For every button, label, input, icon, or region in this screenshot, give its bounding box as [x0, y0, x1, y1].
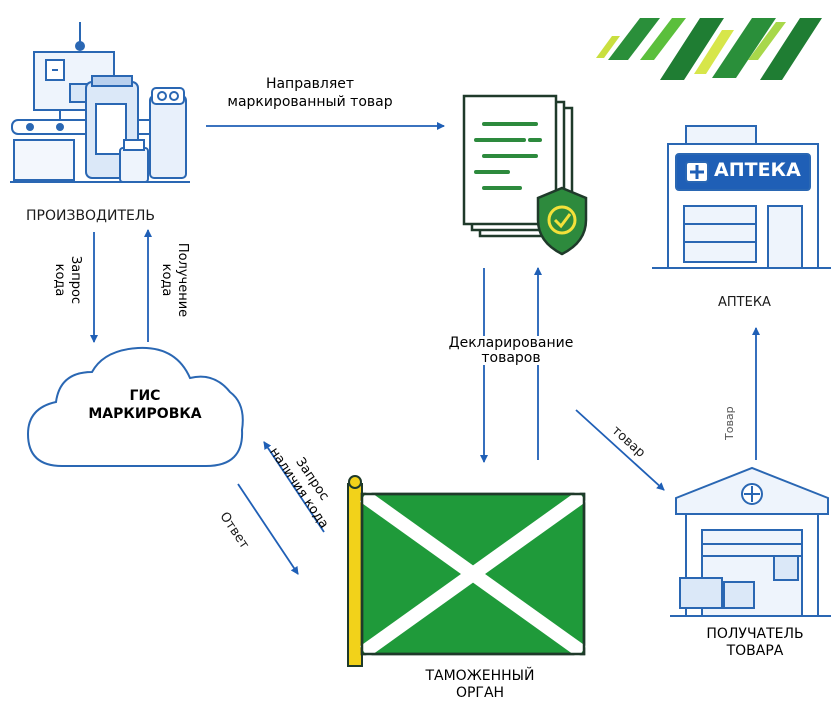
goods-cap-label: Товар — [723, 406, 736, 440]
ships-label-line2: маркированный товар — [227, 93, 393, 110]
code-receive-label: Получение кода — [159, 230, 190, 330]
cloud-icon — [26, 346, 244, 467]
declaration-line2: товаров — [481, 349, 541, 366]
arrow-answer — [237, 483, 299, 575]
arrow-goods — [575, 409, 665, 491]
code-request-label: Запрос кода — [52, 235, 83, 325]
customs-label-line1: ТАМОЖЕННЫЙ — [425, 668, 535, 684]
code-receive-line1: Получение — [175, 242, 190, 318]
receiver-label: ПОЛУЧАТЕЛЬ ТОВАРА — [690, 626, 820, 660]
arrow-availability-request — [263, 441, 325, 533]
receiver-label-line1: ПОЛУЧАТЕЛЬ — [706, 626, 804, 642]
customs-label-line2: ОРГАН — [455, 684, 505, 701]
pharmacy-icon — [652, 125, 831, 269]
ships-label: Направляет маркированный товар — [204, 76, 416, 111]
document-shield-icon — [462, 94, 588, 256]
code-request-line2: кода — [52, 263, 68, 297]
code-receive-line2: кода — [159, 263, 175, 297]
declaration-line1: Декларирование — [448, 335, 574, 351]
pharmacy-sign-text: АПТЕКА — [714, 159, 801, 181]
gis-label-line1: ГИС — [129, 388, 161, 404]
ships-label-line1: Направляет — [265, 76, 355, 92]
factory-icon — [10, 22, 190, 183]
code-request-line1: Запрос — [68, 255, 83, 305]
producer-label: ПРОИЗВОДИТЕЛЬ — [26, 208, 156, 224]
customs-flag-icon — [347, 475, 587, 667]
declaration-label: Декларирование товаров — [436, 335, 586, 366]
pharmacy-caption: АПТЕКА — [718, 295, 771, 310]
receiver-label-line2: ТОВАРА — [726, 642, 784, 659]
customs-label: ТАМОЖЕННЫЙ ОРГАН — [400, 668, 560, 702]
gis-label: ГИС МАРКИРОВКА — [70, 388, 220, 423]
gis-label-line2: МАРКИРОВКА — [88, 405, 202, 422]
warehouse-icon — [670, 466, 831, 617]
brand-stripes-icon — [596, 18, 822, 80]
